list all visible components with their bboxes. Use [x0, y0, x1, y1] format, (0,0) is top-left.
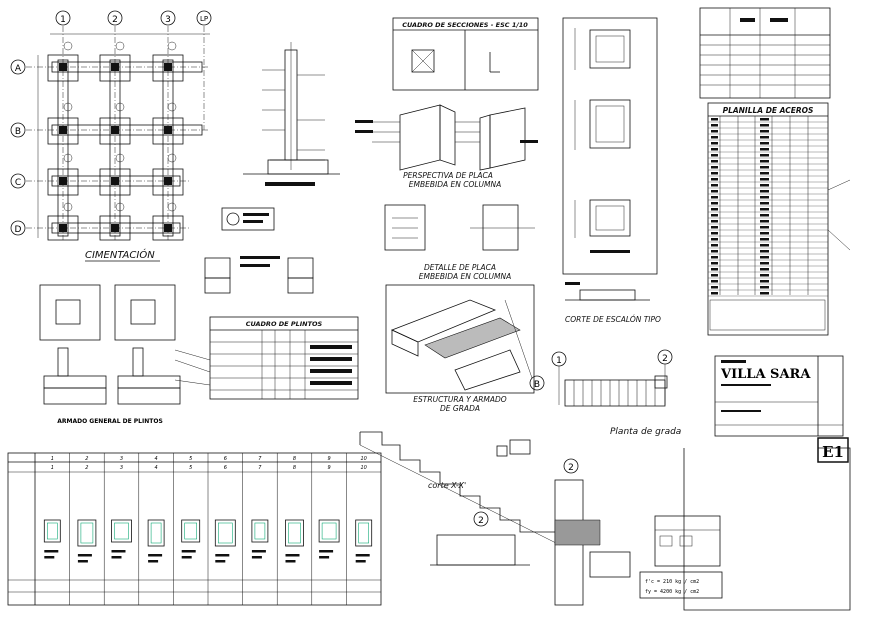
title-block: VILLA SARA E1 — [714, 355, 849, 463]
grid-row-b: B — [15, 127, 21, 137]
planilla-aceros: PLANILLA DE ACEROS — [707, 102, 851, 336]
summary-table — [699, 7, 831, 99]
corte-xx-title: corte X-X' — [428, 481, 466, 490]
schedule-col-10: 10 — [361, 456, 367, 462]
planilla-title: PLANILLA DE ACEROS — [723, 106, 814, 115]
schedule-col-sub-1: 1 — [51, 465, 54, 471]
column-schedule: 1 1 2 2 3 3 4 4 5 5 6 6 7 7 8 8 9 9 10 10 — [7, 452, 382, 606]
notes-frame: f'c = 210 kg / cm2 fy = 4200 kg / cm2 — [639, 447, 851, 611]
cuadro-secciones-title: CUADRO DE SECCIONES - ESC 1/10 — [402, 21, 528, 29]
schedule-col-sub-4: 4 — [155, 465, 158, 471]
schedule-col-sub-6: 6 — [224, 465, 227, 471]
schedule-col-sub-5: 5 — [189, 465, 192, 471]
corte-xx: corte X-X' 2 2 — [359, 431, 631, 606]
schedule-col-sub-9: 9 — [328, 465, 331, 471]
bubble-2-plan: 2 — [662, 354, 668, 364]
bubble-2-section: 2 — [568, 463, 574, 473]
grid-row-d: D — [15, 225, 22, 235]
cuadro-plintos-title: CUADRO DE PLINTOS — [246, 320, 323, 328]
schedule-col-9: 9 — [328, 456, 331, 462]
schedule-col-5: 5 — [189, 456, 192, 462]
schedule-col-sub-8: 8 — [293, 465, 296, 471]
column-elevation — [243, 42, 340, 186]
footings — [47, 54, 184, 241]
planta-grada-title: Planta de grada — [610, 427, 681, 437]
footing-mini-sections — [204, 256, 314, 294]
schedule-col-1: 1 — [51, 456, 54, 462]
cuadro-plintos: CUADRO DE PLINTOS — [174, 316, 359, 400]
bubble-1: 1 — [556, 356, 562, 366]
plan-steps — [573, 380, 656, 406]
schedule-col-sub-10: 10 — [361, 465, 367, 471]
cuadro-secciones: CUADRO DE SECCIONES - ESC 1/10 — [392, 17, 539, 91]
bubble-b: B — [534, 380, 540, 390]
corte-escalon-title: CORTE DE ESCALÓN TIPO — [565, 315, 661, 324]
schedule-col-sub-3: 3 — [120, 465, 123, 471]
perspectiva-title-1: PERSPECTIVA DE PLACA — [403, 171, 493, 180]
sections-panel — [562, 17, 658, 275]
grid-column-bubbles: 1 2 3 LP — [55, 10, 212, 26]
schedule-col-sub-2: 2 — [85, 465, 88, 471]
schedule-col-4: 4 — [155, 456, 158, 462]
planilla-rows — [708, 118, 828, 297]
small-legend — [221, 207, 275, 231]
armado-plintos-title: ARMADO GENERAL DE PLINTOS — [57, 418, 163, 425]
perspectiva-title-2: EMBEBIDA EN COLUMNA — [409, 180, 502, 189]
grid-row-bubbles: A B C D — [10, 59, 26, 236]
sheet-id: E1 — [822, 443, 844, 461]
grada-title-2: DE GRADA — [440, 404, 480, 413]
foundation-plan: 1 2 3 LP A B C D — [10, 10, 212, 262]
grid-col-1: 1 — [60, 15, 66, 25]
schedule-col-sub-7: 7 — [258, 465, 262, 471]
cimentacion-title: CIMENTACIÓN — [85, 248, 155, 261]
detalle-title-1: DETALLE DE PLACA — [424, 263, 496, 272]
grid-col-3: 3 — [165, 15, 171, 25]
armado-plintos: ARMADO GENERAL DE PLINTOS — [39, 284, 181, 425]
project-name: VILLA SARA — [720, 367, 811, 382]
plate-detail: DETALLE DE PLACA EMBEBIDA EN COLUMNA — [384, 204, 535, 281]
schedule-col-8: 8 — [293, 456, 296, 462]
grid-col-2: 2 — [112, 15, 118, 25]
planta-grada: 1 2 B Planta de grada — [529, 349, 681, 437]
grada-isometric: ESTRUCTURA Y ARMADO DE GRADA — [385, 284, 535, 413]
grid-row-a: A — [15, 64, 22, 74]
corte-escalon: CORTE DE ESCALÓN TIPO — [565, 282, 661, 324]
note-fy: fy = 4200 kg / cm2 — [645, 589, 699, 595]
bubble-2-lower: 2 — [478, 516, 484, 526]
grid-row-c: C — [15, 178, 21, 188]
plate-perspective: PERSPECTIVA DE PLACA EMBEBIDA EN COLUMNA — [355, 104, 538, 189]
note-fc: f'c = 210 kg / cm2 — [645, 579, 699, 585]
schedule-col-3: 3 — [120, 456, 123, 462]
schedule-columns: 1 1 2 2 3 3 4 4 5 5 6 6 7 7 8 8 9 9 10 10 — [34, 453, 373, 605]
schedule-col-6: 6 — [224, 456, 227, 462]
grid-col-lp: LP — [200, 15, 208, 23]
schedule-col-2: 2 — [85, 456, 88, 462]
schedule-col-7: 7 — [258, 456, 262, 462]
grada-title-1: ESTRUCTURA Y ARMADO — [413, 395, 506, 404]
detalle-title-2: EMBEBIDA EN COLUMNA — [419, 272, 512, 281]
